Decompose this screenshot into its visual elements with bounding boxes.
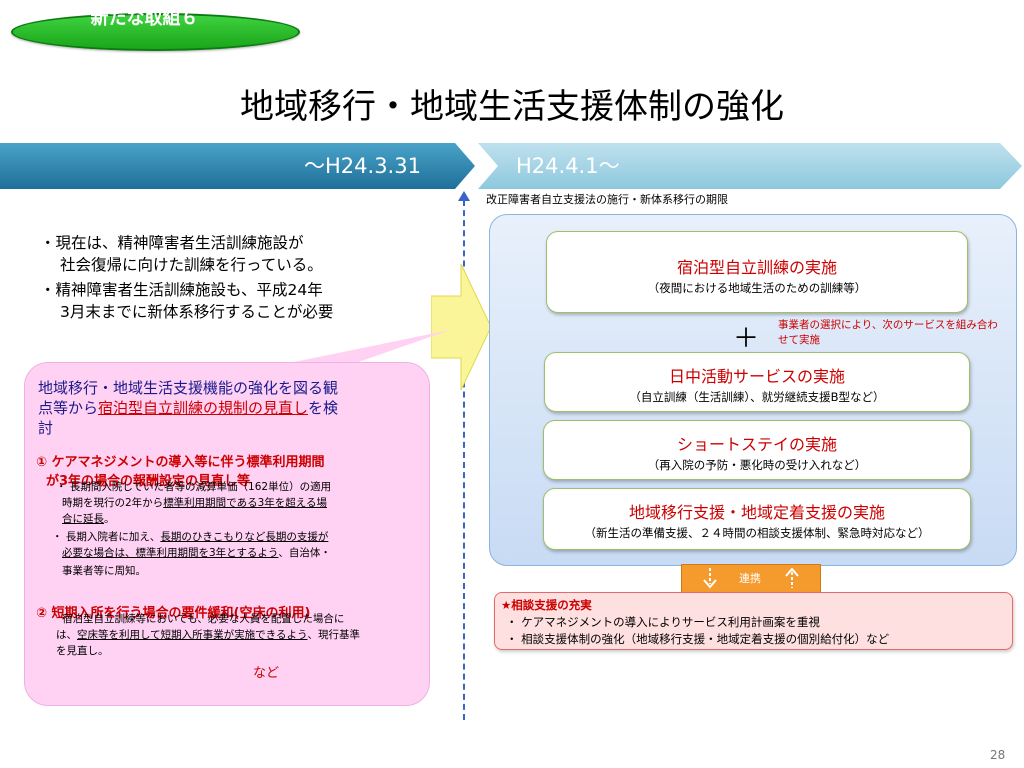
sub-text: は、: [56, 629, 77, 641]
sub-text-emphasis: 必要な場合は、標準利用期間を3年とするよう: [62, 547, 279, 559]
down-arrow-icon: [703, 568, 717, 589]
page-number: 28: [990, 748, 1006, 762]
service-subtitle: （再入院の予防・悪化時の受け入れなど）: [647, 458, 867, 472]
sub-text-emphasis: 標準利用期間である3年を超える場: [163, 497, 327, 509]
left-bullet-line-4: 3月末までに新体系移行することが必要: [60, 303, 334, 321]
callout-item-1-sub-2-line-1: ・ 長期入院者に加え、長期のひきこもりなど長期の支援が: [52, 529, 328, 545]
deadline-note: 改正障害者自立支援法の施行・新体系移行の期限: [486, 193, 728, 206]
callout-heading-emphasis: 宿泊型自立訓練の規制の見直し: [98, 399, 309, 417]
sub-text: ・ 長期入院者に加え、: [52, 531, 161, 543]
callout-heading-line-1: 地域移行・地域生活支援機能の強化を図る観: [38, 379, 339, 397]
service-subtitle: （新生活の準備支援、２４時間の相談支援体制、緊急時対応など）: [584, 526, 930, 540]
cooperation-connector: [681, 564, 821, 594]
callout-heading-line-3: 討: [38, 419, 54, 437]
service-card-overnight-training: 宿泊型自立訓練の実施 （夜間における地域生活のための訓練等）: [546, 231, 968, 313]
left-bullet-line-1: ・現在は、精神障害者生活訓練施設が: [40, 234, 304, 252]
left-bullet-line-2: 社会復帰に向けた訓練を行っている。: [60, 256, 323, 274]
service-subtitle: （自立訓練（生活訓練）、就労継続支援B型など）: [629, 390, 885, 404]
callout-heading: 地域移行・地域生活支援機能の強化を図る観 点等から宿泊型自立訓練の規制の見直しを…: [38, 378, 430, 438]
service-card-community-transition: 地域移行支援・地域定着支援の実施 （新生活の準備支援、２４時間の相談支援体制、緊…: [543, 488, 971, 550]
callout-item-2-sub-line-3: を見直し。: [56, 645, 109, 657]
consultation-item-1: ・ ケアマネジメントの導入によりサービス利用計画案を重視: [506, 615, 820, 629]
sub-text-emphasis: 合に延長: [62, 513, 104, 525]
callout-item-1-sub-1-line-1: ・ 長期間入院していた者等の減算単価（162単位）の適用: [56, 481, 332, 493]
timeline-divider: [463, 200, 465, 720]
consultation-title: ★相談支援の充実: [501, 598, 592, 612]
left-bullet-line-3: ・精神障害者生活訓練施設も、平成24年: [40, 281, 323, 299]
sub-text: 。: [104, 513, 115, 525]
section-badge: [11, 13, 300, 51]
timeline-after-label: H24.4.1～: [516, 154, 620, 178]
timeline-before-label: ～H24.3.31: [304, 154, 421, 178]
callout-item-1-title-2: が3年の場合の報酬設定の見直し等: [46, 474, 251, 489]
timeline-band: [0, 143, 1022, 189]
service-subtitle: （夜間における地域生活のための訓練等）: [647, 281, 867, 295]
sub-text: 、現行基準: [307, 629, 360, 641]
callout-item-1-sub-1-line-3: 合に延長。: [62, 511, 115, 527]
sub-text-emphasis: 空床等を利用して短期入所事業が実施できるよう: [77, 629, 308, 641]
callout-item-1-sub-2-line-3: 事業者等に周知。: [62, 565, 146, 577]
callout-etc: など: [253, 666, 280, 681]
callout-item-2-sub-line-2: は、空床等を利用して短期入所事業が実施できるよう、現行基準: [56, 627, 360, 643]
sub-text: 時期を現行の2年から: [62, 497, 164, 509]
sub-text-emphasis: 長期のひきこもりなど長期の支援が: [160, 531, 329, 543]
service-card-daytime-activity: 日中活動サービスの実施 （自立訓練（生活訓練）、就労継続支援B型など）: [544, 352, 970, 412]
timeline-before-segment: [0, 143, 475, 189]
section-badge-label: 新たな取組６: [90, 8, 199, 29]
sub-text: 、自治体・: [278, 547, 331, 559]
up-arrow-icon: [785, 567, 799, 588]
callout-item-1-sub-1-line-2: 時期を現行の2年から標準利用期間である3年を超える場: [62, 495, 327, 511]
proposal-callout: [24, 362, 430, 706]
service-card-short-stay: ショートステイの実施 （再入院の予防・悪化時の受け入れなど）: [543, 420, 971, 480]
up-arrow-icon: [458, 191, 470, 201]
service-title: ショートステイの実施: [676, 435, 837, 454]
consultation-item-2: ・ 相談支援体制の強化（地域移行支援・地域定着支援の個別給付化）など: [506, 632, 890, 646]
cooperation-label: 連携: [739, 572, 761, 585]
service-title: 地域移行支援・地域定着支援の実施: [628, 503, 885, 522]
callout-item-1-sub-2-line-2: 必要な場合は、標準利用期間を3年とするよう、自治体・: [62, 545, 331, 561]
service-title: 宿泊型自立訓練の実施: [676, 258, 837, 277]
callout-item-2-sub-line-1: 宿泊型自立訓練等においても、必要な人員を配置した場合に: [62, 613, 345, 625]
callout-heading-line-2a: 点等から: [38, 399, 99, 417]
consultation-box: [494, 592, 1013, 650]
right-arrow-icon: [431, 264, 491, 390]
page-title: 地域移行・地域生活支援体制の強化: [240, 87, 784, 127]
callout-item-2-title: ② 短期入所を行う場合の要件緩和(空床の利用): [36, 606, 311, 621]
callout-item-1-title-1: ① ケアマネジメントの導入等に伴う標準利用期間: [36, 455, 325, 470]
timeline-after-segment: [478, 143, 1022, 189]
combine-note: 事業者の選択により、次のサービスを組み合わせて実施: [778, 319, 998, 346]
plus-icon: ＋: [733, 324, 760, 354]
service-title: 日中活動サービスの実施: [668, 367, 845, 386]
callout-heading-line-2c: を検: [308, 399, 339, 417]
